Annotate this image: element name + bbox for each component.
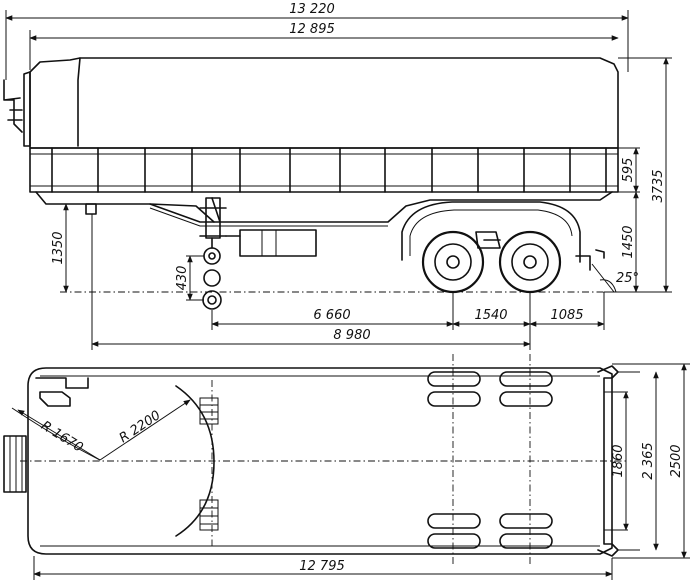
side-view-dimensions: 13 220 12 895 595 3735 1450 25° 1350 430 bbox=[5, 2, 672, 350]
front-cab-block bbox=[23, 71, 31, 147]
dim-side-height: 595 bbox=[621, 158, 636, 183]
front-ladder bbox=[3, 79, 23, 133]
gooseneck bbox=[149, 203, 215, 223]
dim-radius-swing: R 2200 bbox=[117, 408, 164, 446]
chassis-frame bbox=[35, 191, 613, 223]
dim-track-width: 1860 bbox=[611, 444, 626, 477]
front-corner-box bbox=[35, 377, 89, 407]
front-cover-edge bbox=[77, 57, 81, 147]
plan-tires bbox=[427, 371, 553, 549]
dim-overall-width: 2500 bbox=[669, 444, 684, 477]
dim-frame-height: 1450 bbox=[621, 225, 636, 258]
dim-total-height: 3735 bbox=[651, 169, 666, 202]
plan-view-dimensions: 1860 2 365 2500 12 795 bbox=[33, 363, 690, 580]
cover-outline bbox=[29, 57, 619, 149]
dim-coupling-height: 1350 bbox=[51, 231, 66, 264]
dim-rear-overhang: 1085 bbox=[550, 308, 583, 323]
side-view bbox=[3, 57, 640, 310]
swing-arc-main bbox=[175, 385, 215, 537]
dim-body-length: 12 895 bbox=[289, 22, 335, 37]
side-stakes bbox=[51, 147, 607, 193]
landing-pads bbox=[199, 397, 219, 531]
dim-wheelbase: 6 660 bbox=[313, 308, 350, 323]
rear-axle-wheels bbox=[421, 230, 562, 294]
rear-frame bbox=[597, 365, 619, 557]
front-step bbox=[3, 435, 27, 493]
fender bbox=[401, 201, 581, 263]
dim-kingpin-to-rear: 8 980 bbox=[333, 328, 370, 343]
dim-frame-width: 2 365 bbox=[641, 442, 656, 479]
side-panel bbox=[29, 147, 619, 193]
dim-axle-spacing: 1540 bbox=[474, 308, 507, 323]
dim-plan-length: 12 795 bbox=[299, 559, 345, 574]
dim-radius-front: R 1670 bbox=[38, 418, 85, 455]
dim-kingpin-offset: 430 bbox=[175, 266, 190, 291]
toolbox bbox=[239, 229, 317, 257]
dim-departure-angle: 25° bbox=[616, 271, 639, 286]
plan-body-outline bbox=[27, 367, 613, 555]
dim-overall-length: 13 220 bbox=[289, 2, 335, 17]
plan-view: R 1670 R 2200 bbox=[3, 354, 628, 566]
